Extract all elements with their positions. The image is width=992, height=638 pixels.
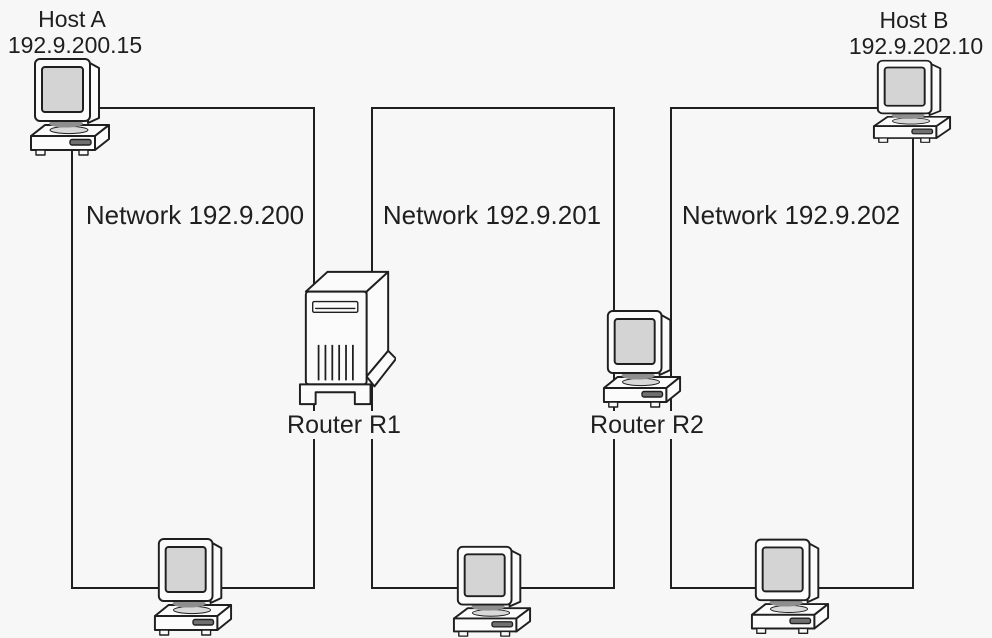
host-b-name-label: Host B bbox=[879, 7, 948, 33]
router-r1-tower-icon bbox=[298, 270, 396, 406]
desktop-computer-icon bbox=[750, 538, 830, 635]
network-202-label: Network 192.9.202 bbox=[682, 200, 900, 230]
host-a-name-label: Host A bbox=[38, 6, 106, 32]
host-b-ip-label: 192.9.202.10 bbox=[849, 33, 983, 59]
desktop-computer-icon bbox=[602, 310, 682, 408]
desktop-computer-icon bbox=[452, 545, 532, 638]
network-201-wire bbox=[371, 107, 615, 589]
desktop-computer-icon bbox=[872, 59, 952, 144]
network-202-workstation-icon bbox=[750, 538, 830, 635]
host-b-computer-icon bbox=[872, 59, 952, 144]
router-r2-label-background bbox=[581, 411, 713, 439]
router-r1-label-background bbox=[283, 411, 405, 439]
desktop-computer-icon bbox=[153, 538, 233, 636]
network-201-label: Network 192.9.201 bbox=[383, 200, 601, 230]
router-r2-label: Router R2 bbox=[590, 411, 704, 439]
network-200-wire bbox=[71, 107, 315, 589]
network-200-label: Network 192.9.200 bbox=[86, 200, 304, 230]
desktop-computer-icon bbox=[30, 58, 110, 156]
network-200-workstation-icon bbox=[153, 538, 233, 636]
network-202-wire bbox=[670, 107, 914, 589]
tower-server-icon bbox=[298, 270, 396, 406]
router-r1-label: Router R1 bbox=[287, 411, 401, 439]
host-a-ip-label: 192.9.200.15 bbox=[8, 32, 142, 58]
host-a-computer-icon bbox=[30, 58, 110, 156]
router-r2-computer-icon bbox=[602, 310, 682, 408]
network-201-workstation-icon bbox=[452, 545, 532, 638]
